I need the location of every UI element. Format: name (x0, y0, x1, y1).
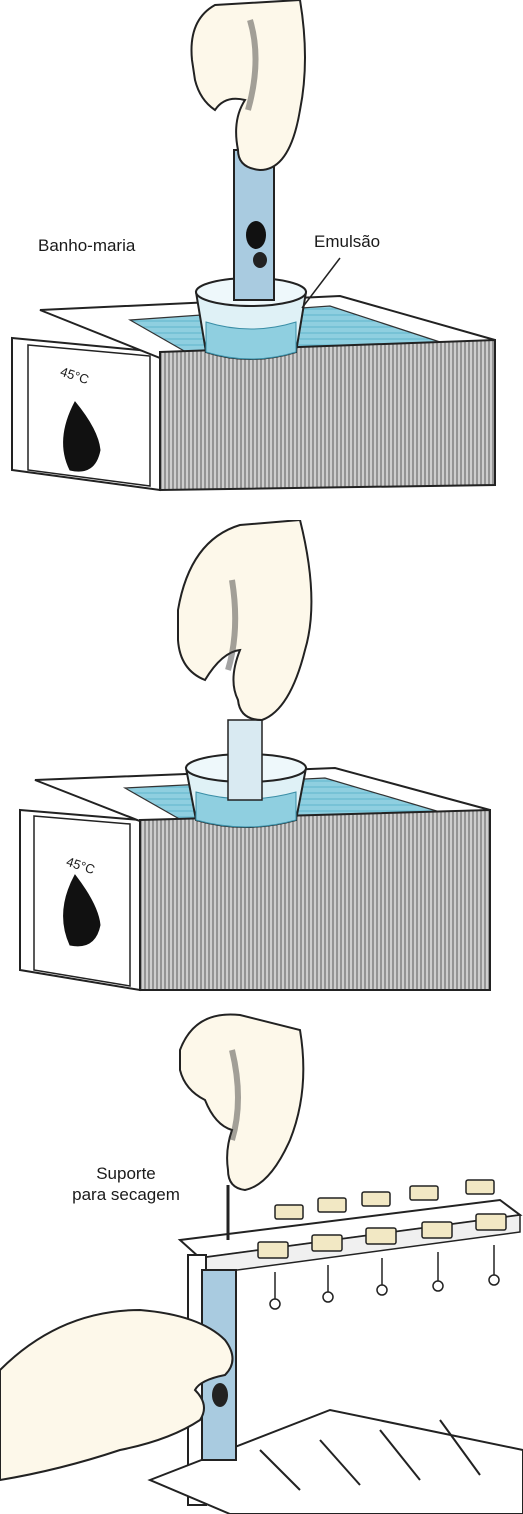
drying-clip (422, 1222, 452, 1238)
microscope-slide (228, 720, 262, 800)
drying-clip (318, 1198, 346, 1212)
hand (178, 520, 311, 720)
hand (191, 0, 305, 170)
drying-clip (258, 1242, 288, 1258)
label-emulsao: Emulsão (314, 232, 380, 252)
specimen-blot (212, 1383, 228, 1407)
specimen-blot (246, 221, 266, 249)
drying-clip (366, 1228, 396, 1244)
label-banho-maria: Banho-maria (38, 236, 135, 256)
panel-step-3-drying-rack: Suporte para secagem (0, 1010, 523, 1514)
bath-front-panel (140, 810, 490, 990)
drying-clip (410, 1186, 438, 1200)
drying-clip (362, 1192, 390, 1206)
label-suporte: Suporte (66, 1164, 186, 1184)
water-bath-submerge-illustration (0, 520, 523, 1000)
drying-clip (476, 1214, 506, 1230)
drying-clip (275, 1205, 303, 1219)
upper-hand (180, 1014, 303, 1190)
panel-step-2-submerge-slide: 45°C (0, 520, 523, 1000)
drying-clip (312, 1235, 342, 1251)
panel-step-1-dip-slide: Banho-maria Emulsão 45°C (0, 0, 523, 500)
label-para-secagem: para secagem (60, 1185, 192, 1205)
drying-clip (466, 1180, 494, 1194)
drying-rack-illustration (0, 1010, 523, 1514)
bath-front-panel (160, 340, 495, 490)
